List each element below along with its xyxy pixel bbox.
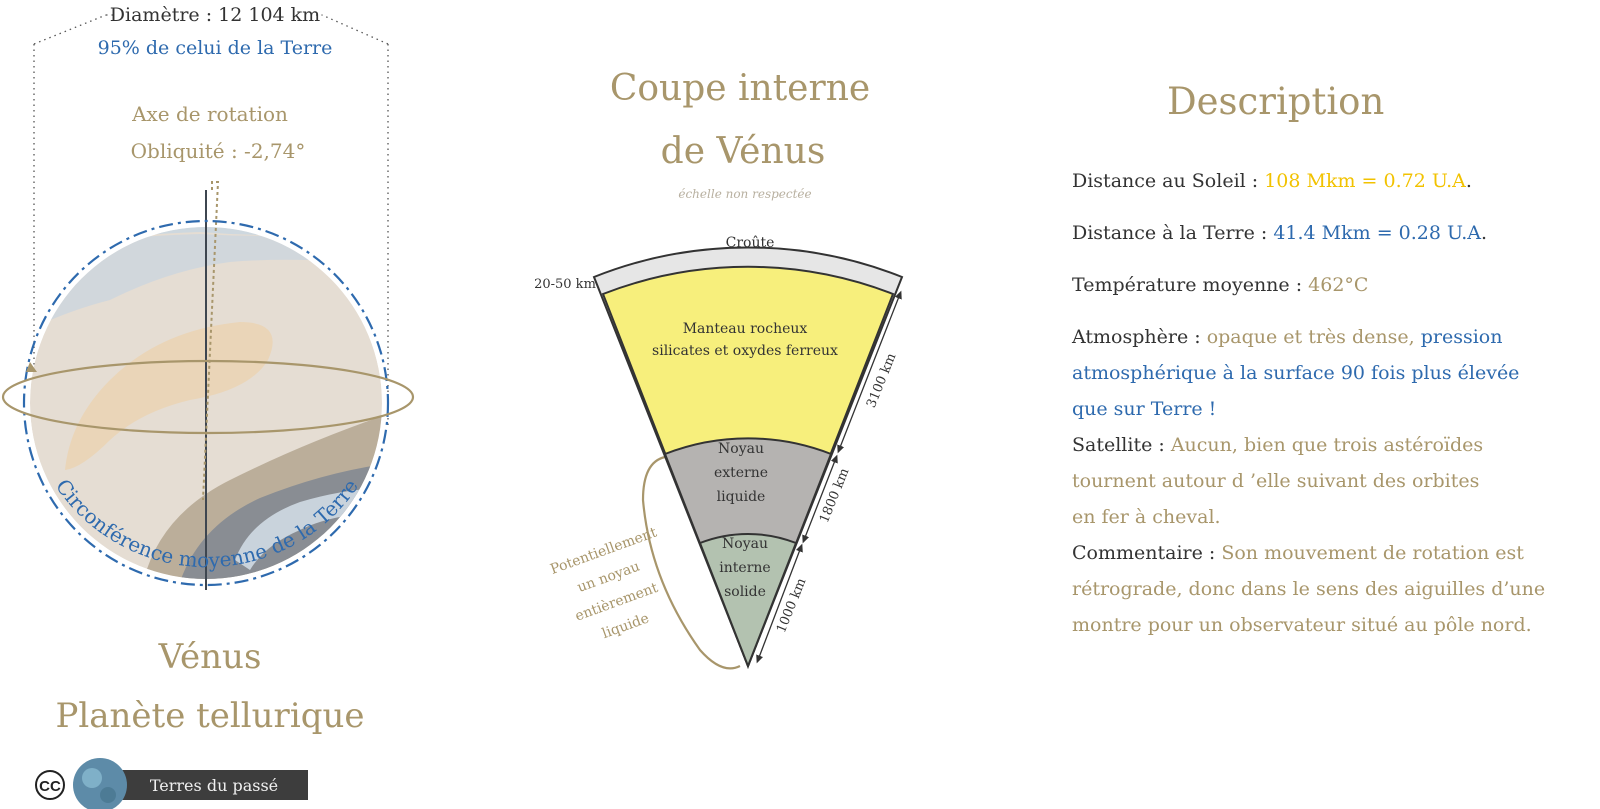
section-title-line1: Coupe interne: [610, 68, 870, 109]
outer-core-label-line3: liquide: [717, 489, 766, 505]
distance-earth-row: Distance à la Terre : 41.4 Mkm = 0.28 U.…: [1072, 222, 1488, 244]
planet-name: Vénus: [158, 637, 262, 677]
diameter-compare-label: 95% de celui de la Terre: [98, 37, 333, 59]
diameter-bracket: [33, 14, 389, 425]
brand-name: Terres du passé: [150, 776, 278, 795]
crust-label: Croûte: [726, 235, 775, 251]
mantle-depth-arrow: [837, 290, 902, 454]
mantle-label-line1: Manteau rocheux: [683, 321, 808, 337]
inner-core-label-line1: Noyau: [722, 536, 768, 552]
cc-license-icon: CC: [39, 778, 61, 795]
obliquity-label: Obliquité : -2,74°: [131, 139, 306, 163]
rotation-arrow-icon: [26, 362, 37, 372]
inner-core-depth-arrow: [756, 543, 803, 664]
atmosphere-row: Atmosphère : opaque et très dense, press…: [1072, 326, 1520, 420]
cross-section-wedge: [592, 246, 904, 669]
description-panel: Description Distance au Soleil : 108 Mkm…: [1072, 80, 1600, 643]
satellite-row: Satellite : Aucun, bien que trois astéro…: [1072, 434, 1484, 528]
inner-core-label-line2: interne: [719, 560, 770, 576]
inner-core-label-line3: solide: [724, 584, 766, 600]
crust-depth-label: 20-50 km: [534, 277, 596, 292]
equator-ring: [1, 359, 415, 435]
outer-core-depth-arrow: [802, 454, 838, 544]
scale-note: échelle non respectée: [678, 187, 811, 201]
diameter-label: Diamètre : 12 104 km: [110, 4, 320, 26]
liquid-core-note: Potentiellement un noyau entièrement liq…: [548, 524, 660, 642]
earth-circumference-circle: [22, 219, 390, 587]
terres-du-passe-logo: CC Terres du passé: [35, 758, 308, 809]
comment-row: Commentaire : Son mouvement de rotation …: [1072, 542, 1546, 636]
mantle-label-line2: silicates et oxydes ferreux: [652, 343, 838, 359]
section-title-line2: de Vénus: [661, 131, 826, 172]
temperature-row: Température moyenne : 462°C: [1072, 274, 1369, 296]
planet-type: Planète tellurique: [56, 696, 365, 736]
rotation-axis-label: Axe de rotation: [131, 102, 288, 126]
description-title: Description: [1167, 80, 1385, 123]
outer-core-label-line1: Noyau: [718, 441, 764, 457]
venus-planet: [30, 227, 382, 579]
outer-core-label-line2: externe: [714, 465, 768, 481]
distance-sun-row: Distance au Soleil : 108 Mkm = 0.72 U.A.: [1072, 170, 1472, 192]
svg-text:liquide: liquide: [600, 610, 651, 642]
liquid-core-outline: [641, 455, 741, 670]
